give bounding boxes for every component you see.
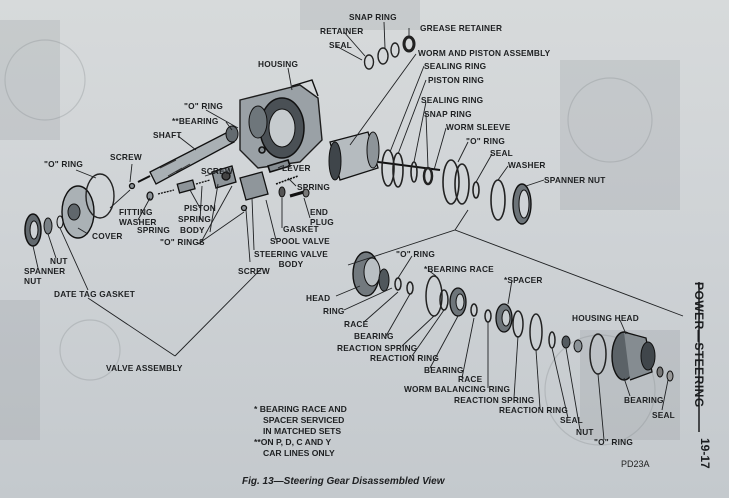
- figure-code: PD23A: [621, 459, 650, 469]
- label-piston-valve: PISTON: [184, 203, 216, 213]
- head-part: [352, 251, 390, 297]
- label-bearing-1: BEARING: [354, 331, 394, 341]
- sealing-rings-part: [381, 149, 506, 221]
- seal-retainer-parts: [363, 35, 416, 70]
- label-seal-sleeve: SEAL: [490, 148, 513, 158]
- label-body: BODY: [180, 225, 205, 235]
- label-spanner-nut-left: SPANNER NUT: [24, 266, 66, 286]
- side-rule: [698, 282, 700, 432]
- label-seal-right: SEAL: [652, 410, 675, 420]
- page-number: 19-17: [698, 438, 720, 498]
- label-reaction-ring-2: REACTION RING: [499, 405, 568, 415]
- label-date-tag-gasket: DATE TAG GASKET: [54, 289, 136, 299]
- label-o-ring-housing: "O" RING: [184, 101, 223, 111]
- valve-body-part: [239, 171, 310, 201]
- leader-lines: [32, 21, 684, 441]
- label-snap-ring-top: SNAP RING: [349, 12, 397, 22]
- label-fitting-washer: FITTING WASHER: [119, 207, 157, 227]
- label-spring-valve: SPRING: [178, 214, 212, 224]
- label-reaction-spring-1: REACTION SPRING: [337, 343, 418, 353]
- footnote-line-4: **ON P, D, C AND Y: [254, 437, 332, 447]
- label-piston-ring: PISTON RING: [428, 75, 484, 85]
- label-bearing-right: BEARING: [624, 395, 664, 405]
- footnote-line-5: CAR LINES ONLY: [263, 448, 335, 458]
- worm-piston-part: [328, 131, 441, 181]
- label-bearing-race-star: *BEARING RACE: [424, 264, 494, 274]
- label-gasket: GASKET: [283, 224, 319, 234]
- label-shaft: SHAFT: [153, 130, 182, 140]
- bleed-through-texture: [0, 0, 680, 440]
- label-spring-lever: SPRING: [297, 182, 331, 192]
- footnote-line-2: SPACER SERVICED: [263, 415, 345, 425]
- label-spring-fitting: SPRING: [137, 225, 171, 235]
- label-ring: RING: [323, 306, 345, 316]
- label-washer: WASHER: [508, 160, 546, 170]
- label-screw-top: SCREW: [110, 152, 142, 162]
- label-snap-ring-2: SNAP RING: [424, 109, 472, 119]
- label-o-ring-cover: "O" RING: [44, 159, 83, 169]
- label-nut-lower: NUT: [576, 427, 594, 437]
- label-race-1: RACE: [344, 319, 369, 329]
- figure-caption: Fig. 13—Steering Gear Disassembled View: [242, 476, 445, 487]
- lever-spring-part: [258, 146, 299, 185]
- label-valve-assembly: VALVE ASSEMBLY: [106, 363, 183, 373]
- label-worm-piston-assembly: WORM AND PISTON ASSEMBLY: [418, 48, 551, 58]
- label-nut: NUT: [50, 256, 68, 266]
- label-o-ring-head: "O" RING: [396, 249, 435, 259]
- label-retainer: RETAINER: [320, 26, 364, 36]
- label-head: HEAD: [306, 293, 331, 303]
- label-seal-lower: SEAL: [560, 415, 583, 425]
- label-steering-valve-body: STEERING VALVE BODY: [254, 249, 328, 269]
- label-sealing-ring-1: SEALING RING: [424, 61, 487, 71]
- label-lever: LEVER: [282, 163, 311, 173]
- housing-head-part: [611, 331, 674, 382]
- label-cover: COVER: [92, 231, 123, 241]
- label-worm-sleeve: WORM SLEEVE: [446, 122, 511, 132]
- shaft-part: [137, 125, 239, 185]
- label-reaction-ring-1: REACTION RING: [370, 353, 439, 363]
- label-screw-bottom: SCREW: [238, 266, 270, 276]
- label-bearing-shaft: **BEARING: [172, 116, 219, 126]
- label-housing-head: HOUSING HEAD: [572, 313, 639, 323]
- footnote-line-3: IN MATCHED SETS: [263, 426, 342, 436]
- valve-small-parts: [128, 165, 248, 212]
- label-spacer-star: *SPACER: [504, 275, 543, 285]
- label-end-plug: END PLUG: [310, 207, 334, 227]
- footnote-line-1: * BEARING RACE AND: [254, 404, 347, 414]
- label-o-ring-lower: "O" RING: [594, 437, 633, 447]
- label-seal-top: SEAL: [329, 40, 352, 50]
- label-screw-valve: SCREW: [201, 166, 233, 176]
- nut-seal-lower: [561, 335, 583, 353]
- spanner-nut-right-part: [512, 183, 532, 225]
- label-worm-balancing-ring: WORM BALANCING RING: [404, 384, 511, 394]
- label-grease-retainer: GREASE RETAINER: [420, 23, 503, 33]
- housing-part: [239, 79, 323, 169]
- side-title-text: POWER—STEERING: [692, 282, 706, 408]
- label-housing: HOUSING: [258, 59, 299, 69]
- cover-part: [61, 173, 115, 239]
- spanner-nut-left-part: [24, 213, 64, 247]
- label-reaction-spring-2: REACTION SPRING: [454, 395, 535, 405]
- bleed-circles: [4, 39, 656, 446]
- label-bearing-2: BEARING: [424, 365, 464, 375]
- label-o-rings: "O" RINGS: [160, 237, 205, 247]
- label-o-ring-sleeve: "O" RING: [466, 136, 505, 146]
- bearing-race-lower: [449, 287, 513, 333]
- label-spanner-nut-right: SPANNER NUT: [544, 175, 606, 185]
- label-sealing-ring-2: SEALING RING: [421, 95, 484, 105]
- label-race-2: RACE: [458, 374, 483, 384]
- label-spool-valve: SPOOL VALVE: [270, 236, 330, 246]
- page-number-text: 19-17: [698, 438, 712, 469]
